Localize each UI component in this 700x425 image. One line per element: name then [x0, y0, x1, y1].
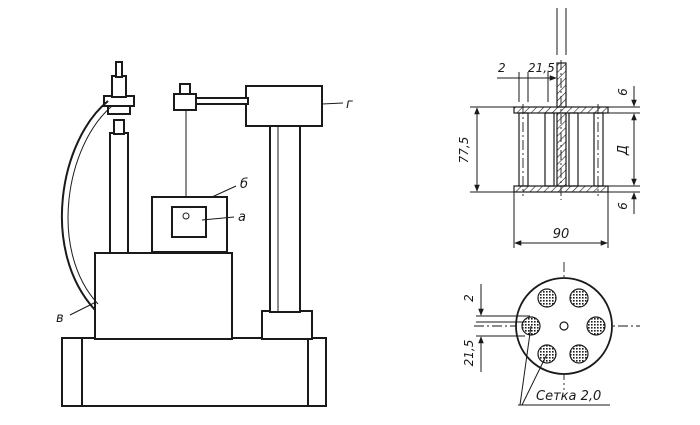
leader-a — [201, 216, 235, 221]
dim-width: 90 — [553, 227, 570, 242]
tube-left — [518, 112, 529, 187]
plan-center-hole — [559, 321, 569, 331]
tube-mid-left — [544, 112, 555, 187]
mesh-hole-1 — [537, 288, 557, 308]
base-left-foot — [61, 337, 83, 407]
left-column — [109, 132, 129, 254]
plan-dim-offset: 21,5 — [462, 340, 476, 367]
apparatus-assembly: б а в г — [56, 61, 353, 407]
dim-top-left-small: 2 — [498, 61, 506, 75]
sensor-clamp — [195, 97, 249, 105]
pillar-foot-block — [261, 310, 313, 340]
leader-b — [211, 185, 237, 198]
sensor-holder — [173, 93, 197, 111]
mesh-hole-2 — [569, 288, 589, 308]
label-a: а — [238, 210, 246, 225]
hose-v — [60, 100, 109, 311]
mesh-leader-1 — [519, 325, 532, 406]
left-valve-stem — [111, 75, 127, 98]
apparatus-base — [79, 337, 316, 407]
tube-mid-right — [568, 112, 579, 187]
leader-g — [321, 102, 344, 105]
leader-v — [69, 301, 97, 316]
sample-a — [171, 206, 207, 238]
rod-hatched — [556, 62, 567, 108]
tube-right — [593, 112, 604, 187]
plan-view: 2 21,5 Сетка 2,0 — [462, 262, 640, 406]
section-view: 2 21,5 77,5 6 Д 6 90 — [457, 8, 640, 248]
mesh-hole-6 — [569, 344, 589, 364]
left-column-neck — [113, 119, 125, 135]
center-hatched-core — [556, 112, 567, 187]
label-b: б — [240, 177, 248, 192]
base-right-foot — [307, 337, 327, 407]
sample-hook — [182, 212, 190, 220]
device-box-g — [245, 85, 323, 127]
dim-top-left-large: 21,5 — [528, 61, 555, 75]
hose-v-inner — [67, 105, 113, 305]
mesh-leader-2 — [521, 353, 548, 406]
apparatus-body — [94, 252, 233, 340]
dim-bottom-right: 6 — [616, 202, 630, 210]
mesh-hole-4 — [586, 316, 606, 336]
left-valve-cap — [115, 61, 123, 78]
dim-height: 77,5 — [457, 137, 471, 164]
plan-dim-gap: 2 — [462, 294, 476, 302]
label-g: г — [346, 97, 353, 112]
sensor-holder-top — [179, 83, 191, 95]
dim-right-letter: Д — [616, 145, 631, 156]
right-pillar — [269, 125, 301, 313]
mesh-label: Сетка 2,0 — [536, 389, 601, 404]
dim-top-right: 6 — [616, 88, 630, 96]
label-v: в — [56, 311, 64, 326]
